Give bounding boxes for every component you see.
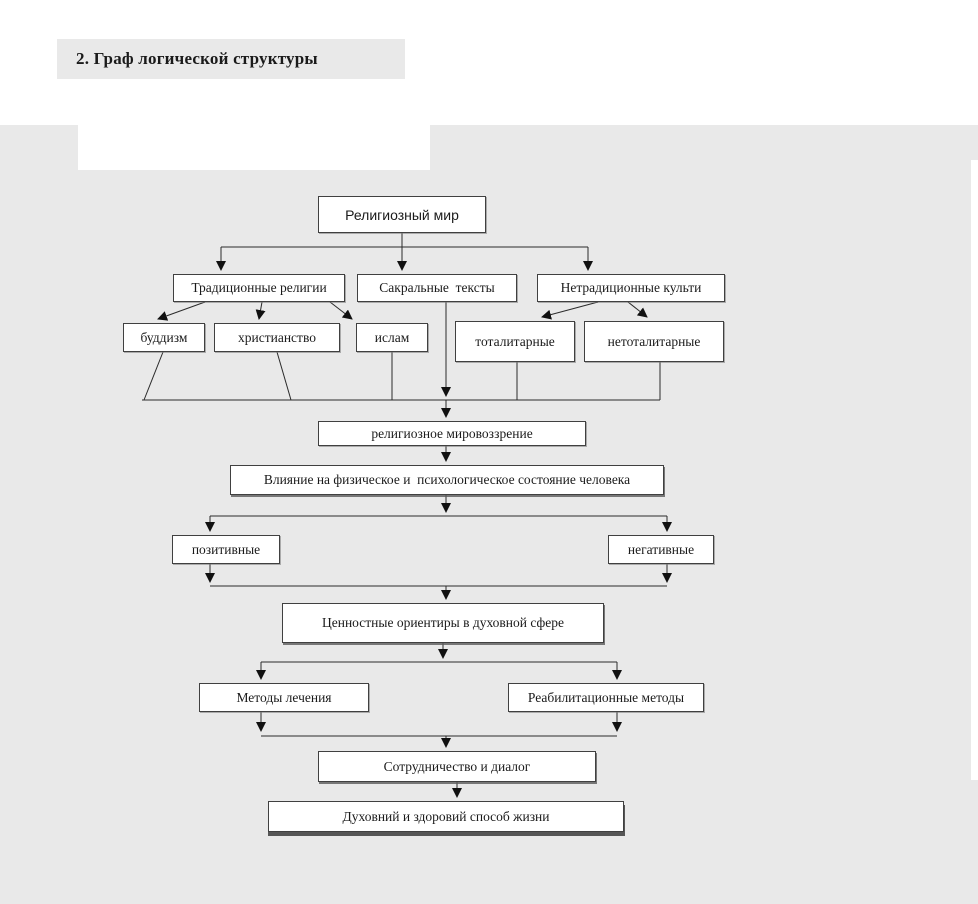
convergence-connectors	[142, 302, 661, 418]
chain-connectors-lower	[256, 643, 622, 798]
node-label: Сакральные тексты	[379, 280, 495, 295]
node-label: нетоталитарные	[607, 333, 701, 349]
root-split-connectors	[216, 233, 593, 271]
node-label: позитивные	[191, 541, 261, 557]
node-label: тоталитарные	[475, 333, 555, 349]
node-treatment-methods: Методы лечения	[199, 683, 369, 712]
node-healthy-life: Духовний и здоровий способ жизни	[268, 801, 624, 832]
node-label: негативные	[627, 541, 695, 557]
node-label: буддизм	[140, 329, 188, 345]
traditional-fan-connectors	[157, 301, 353, 321]
node-value-orientations: Ценностные ориентиры в духовной сфере	[282, 603, 604, 643]
chain-connectors-upper	[205, 446, 672, 600]
node-christianity: христианство	[214, 323, 340, 352]
node-traditional-religions: Традиционные религии	[173, 274, 345, 302]
node-label: Традиционные религии	[191, 280, 327, 295]
node-negative: негативные	[608, 535, 714, 564]
node-rehabilitation-methods: Реабилитационные методы	[508, 683, 704, 712]
node-label: Религиозный мир	[345, 206, 459, 223]
node-nontotalitarian: нетоталитарные	[584, 321, 724, 362]
node-label: Ценностные ориентиры в духовной сфере	[321, 615, 565, 630]
node-label: Духовний и здоровий способ жизни	[342, 808, 550, 824]
node-cooperation-dialog: Сотрудничество и диалог	[318, 751, 596, 782]
node-positive: позитивные	[172, 535, 280, 564]
node-totalitarian: тоталитарные	[455, 321, 575, 362]
section-title: 2. Граф логической структуры	[57, 39, 405, 79]
background-white-box	[78, 125, 430, 170]
node-label: ислам	[374, 329, 410, 345]
section-title-text: 2. Граф логической структуры	[76, 49, 318, 68]
node-buddhism: буддизм	[123, 323, 205, 352]
node-label: Нетрадиционные культи	[560, 280, 702, 295]
node-islam: ислам	[356, 323, 428, 352]
node-label: Сотрудничество и диалог	[383, 758, 531, 774]
node-religious-worldview: религиозное мировоззрение	[318, 421, 586, 446]
node-label: Влияние на физическое и психологическое …	[263, 472, 631, 487]
nontraditional-fan-connectors	[541, 301, 648, 320]
node-religious-world: Религиозный мир	[318, 196, 486, 233]
node-label: религиозное мировоззрение	[371, 425, 533, 441]
node-label: Методы лечения	[236, 689, 332, 705]
node-nontraditional-cults: Нетрадиционные культи	[537, 274, 725, 302]
node-sacred-texts: Сакральные тексты	[357, 274, 517, 302]
node-label: христианство	[238, 329, 316, 345]
node-influence: Влияние на физическое и психологическое …	[230, 465, 664, 495]
node-label: Реабилитационные методы	[527, 689, 685, 705]
background-white-strip	[971, 160, 978, 780]
